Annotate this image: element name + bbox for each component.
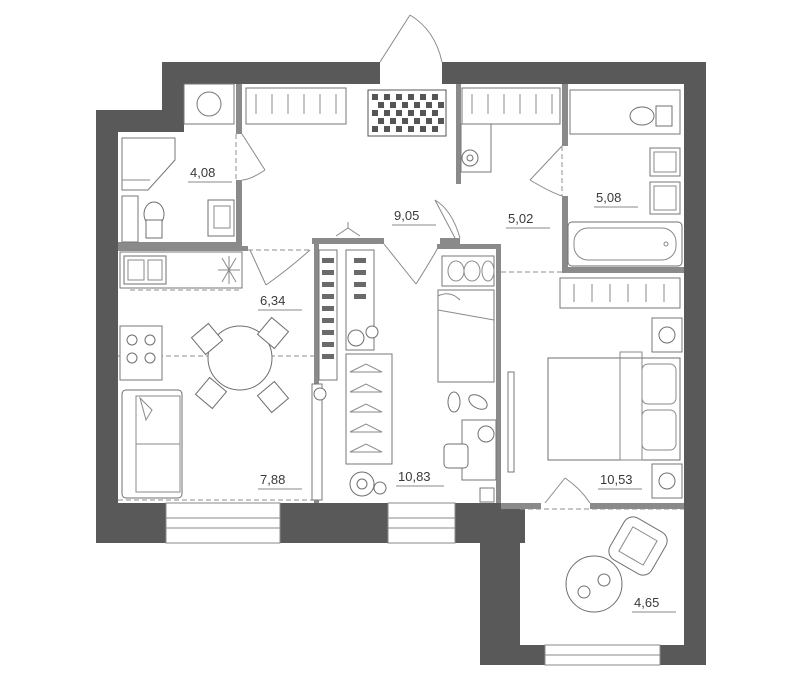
shoe-icon xyxy=(447,391,488,413)
sink-icon xyxy=(123,255,167,285)
plant-icon xyxy=(461,149,479,167)
interior-walls xyxy=(118,84,684,509)
area-label-kitchen: 6,34 xyxy=(260,293,285,308)
balcony-furniture xyxy=(565,516,668,613)
toilet-icon xyxy=(629,106,655,126)
area-label-dressing-room: 10,83 xyxy=(398,469,431,484)
corridor-furniture xyxy=(460,87,561,173)
bed-icon xyxy=(547,351,681,461)
plant-icon xyxy=(349,471,387,497)
plant-icon xyxy=(347,325,379,347)
stove-icon xyxy=(126,334,156,364)
area-label-bathroom-1: 4,08 xyxy=(190,165,215,180)
bathtub-icon xyxy=(567,221,683,267)
living-room-furniture xyxy=(121,383,327,501)
area-label-corridor: 5,02 xyxy=(508,211,533,226)
rug-icon xyxy=(367,89,447,137)
area-label-hallway: 9,05 xyxy=(394,208,419,223)
windows xyxy=(165,502,661,666)
area-label-living-room: 7,88 xyxy=(260,472,285,487)
dining-table-icon xyxy=(190,316,290,414)
exterior-walls xyxy=(96,62,706,665)
bedroom-furniture xyxy=(507,277,683,499)
area-label-balcony: 4,65 xyxy=(634,595,659,610)
dressing-room-furniture xyxy=(318,249,497,503)
area-label-bathroom-2: 5,08 xyxy=(596,190,621,205)
armchair-icon xyxy=(608,516,668,576)
bathroom-1-fixtures xyxy=(121,83,235,243)
area-label-bedroom: 10,53 xyxy=(600,472,633,487)
hanger-icon xyxy=(349,363,383,453)
doors xyxy=(241,14,591,504)
area-labels: 4,08 9,05 5,02 5,08 6,34 7,88 10,83 10,5… xyxy=(188,165,676,613)
kitchen-furniture xyxy=(119,251,290,414)
bathroom-2-fixtures xyxy=(567,89,683,267)
plant-icon xyxy=(577,573,611,599)
hallway-furniture xyxy=(245,87,447,137)
sofa-icon xyxy=(121,389,183,499)
